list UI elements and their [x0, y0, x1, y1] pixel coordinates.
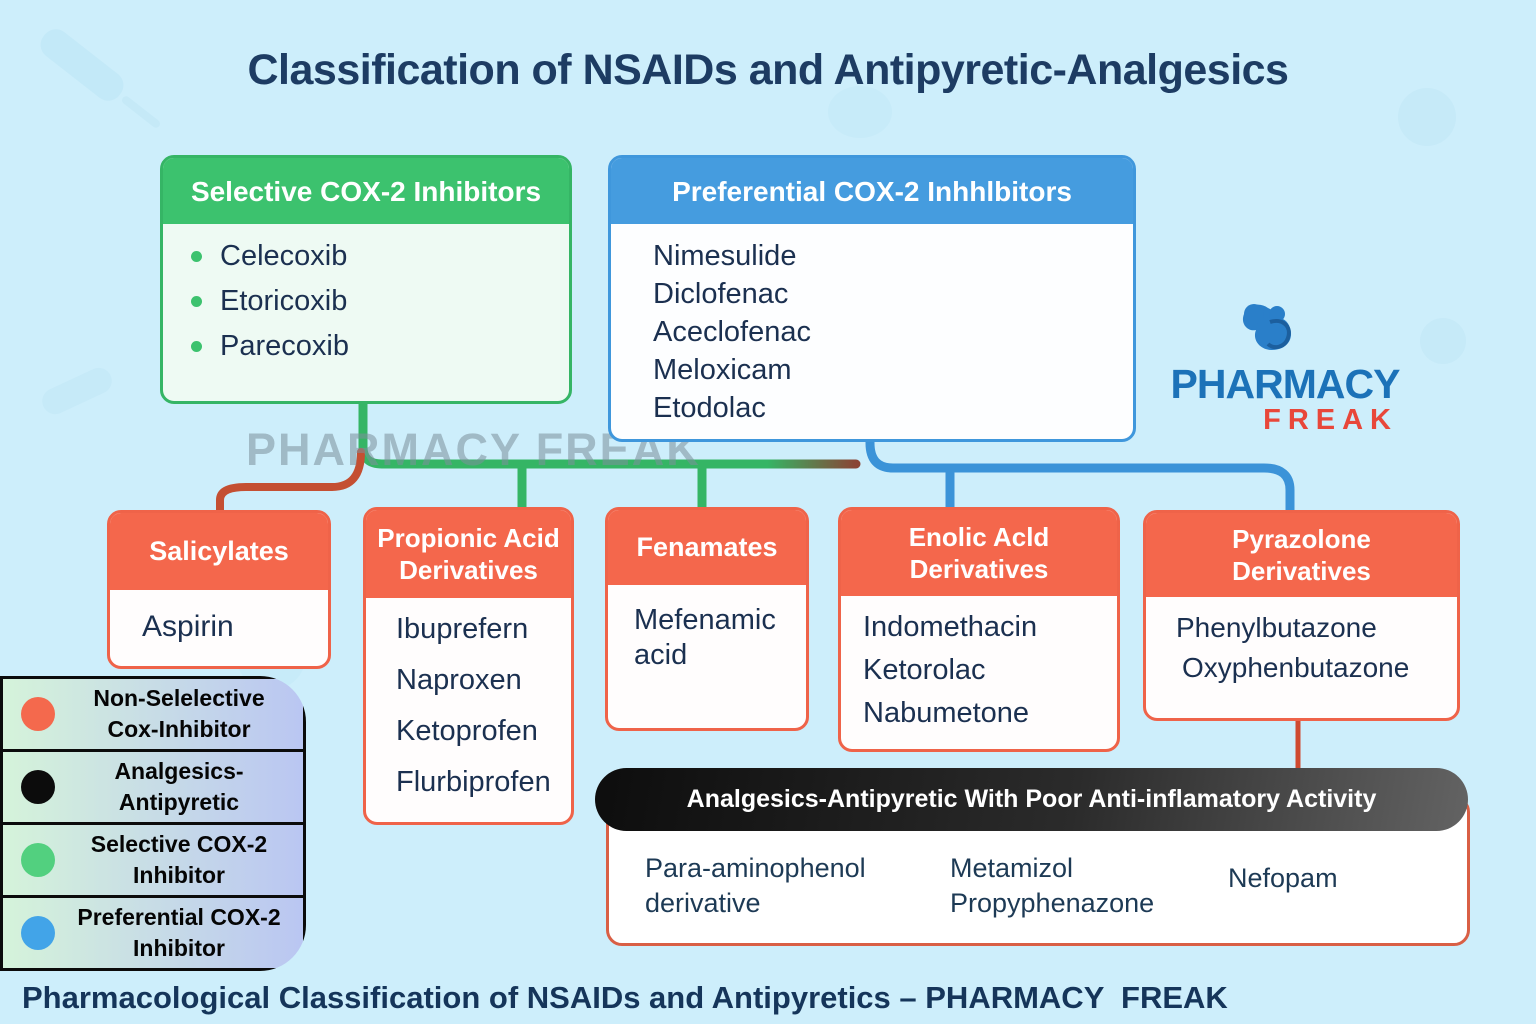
- list-item: Ibuprefern: [396, 613, 529, 645]
- list-item: Propyphenazone: [950, 888, 1155, 919]
- list-item: Flurbiprofen: [396, 766, 551, 798]
- salicylates-header: Salicylates: [110, 513, 328, 590]
- list-item: Naproxen: [396, 664, 522, 696]
- list-item: Indomethacin: [863, 611, 1038, 643]
- propionic-acid-box: Propionic Acid Derivatives Ibuprefern Na…: [363, 507, 574, 825]
- enolic-acid-header: Enolic Acld Derivatives: [841, 510, 1117, 596]
- list-item: Etodolac: [653, 392, 766, 424]
- list-item: Celecoxib: [191, 240, 569, 273]
- list-item: Diclofenac: [653, 278, 789, 310]
- bullet-icon: [191, 251, 202, 262]
- analgesic-antipyretic-banner: Analgesics-Antipyretic With Poor Anti-in…: [595, 768, 1468, 831]
- preferential-cox2-header: Preferential COX-2 Inhhlbitors: [611, 158, 1133, 224]
- preferential-cox2-box: Preferential COX-2 Inhhlbitors Nimesulid…: [608, 155, 1136, 442]
- legend-dot-green: [21, 843, 55, 877]
- list-item: Aspirin: [142, 610, 234, 643]
- list-item: Metamizol: [950, 853, 1074, 883]
- salicylates-box: Salicylates Aspirin: [107, 510, 331, 669]
- list-item: Nabumetone: [863, 697, 1030, 729]
- pill-watermark-icon: [1420, 318, 1466, 364]
- list-item: Etoricoxib: [191, 285, 569, 318]
- list-item: Aceclofenac: [653, 316, 811, 348]
- fenamates-box: Fenamates Mefenamic acid: [605, 507, 809, 731]
- pill-watermark-icon: [828, 86, 892, 138]
- list-item: Nefopam: [1228, 863, 1338, 893]
- list-item: Para-aminophenol derivative: [645, 853, 866, 919]
- pill-watermark-icon: [1398, 88, 1456, 146]
- list-item: Oxyphenbutazone: [1182, 652, 1410, 683]
- list-item: Nimesulide: [653, 240, 797, 272]
- list-item: Meloxicam: [653, 354, 792, 386]
- pyrazolone-header: Pyrazolone Derivatives: [1146, 513, 1457, 597]
- logo-wordmark: PHARMACY: [1170, 361, 1401, 407]
- legend-dot-black: [21, 770, 55, 804]
- selective-cox2-list: Celecoxib Etoricoxib Parecoxib: [163, 224, 569, 401]
- pyrazolone-box: Pyrazolone Derivatives Phenylbutazone Ox…: [1143, 510, 1460, 721]
- footer-caption: Pharmacological Classification of NSAIDs…: [22, 980, 1228, 1015]
- bullet-icon: [191, 296, 202, 307]
- list-item: Phenylbutazone: [1176, 612, 1377, 643]
- legend-dot-red: [21, 697, 55, 731]
- page-title: Classification of NSAIDs and Antipyretic…: [247, 46, 1289, 94]
- pharmacy-freak-logo: PHARMACY FREAK: [1160, 300, 1410, 437]
- list-item: Mefenamic acid: [634, 604, 776, 671]
- list-item: Parecoxib: [191, 330, 569, 363]
- selective-cox2-header: Selective COX-2 Inhibitors: [163, 158, 569, 224]
- legend-row: Analgesics-Antipyretic: [0, 749, 306, 825]
- list-item: Ketoprofen: [396, 715, 538, 747]
- list-item: Ketorolac: [863, 654, 986, 686]
- mortar-pestle-icon: [1242, 304, 1292, 350]
- logo-subtext: FREAK: [1263, 404, 1398, 436]
- enolic-acid-box: Enolic Acld Derivatives Indomethacin Ket…: [838, 507, 1120, 752]
- bullet-icon: [191, 341, 202, 352]
- selective-cox2-box: Selective COX-2 Inhibitors Celecoxib Eto…: [160, 155, 572, 404]
- legend-dot-blue: [21, 916, 55, 950]
- propionic-acid-header: Propionic Acid Derivatives: [366, 510, 571, 598]
- preferential-cox2-list: Nimesulide Diclofenac Aceclofenac Meloxi…: [611, 224, 1133, 439]
- fenamates-header: Fenamates: [608, 510, 806, 585]
